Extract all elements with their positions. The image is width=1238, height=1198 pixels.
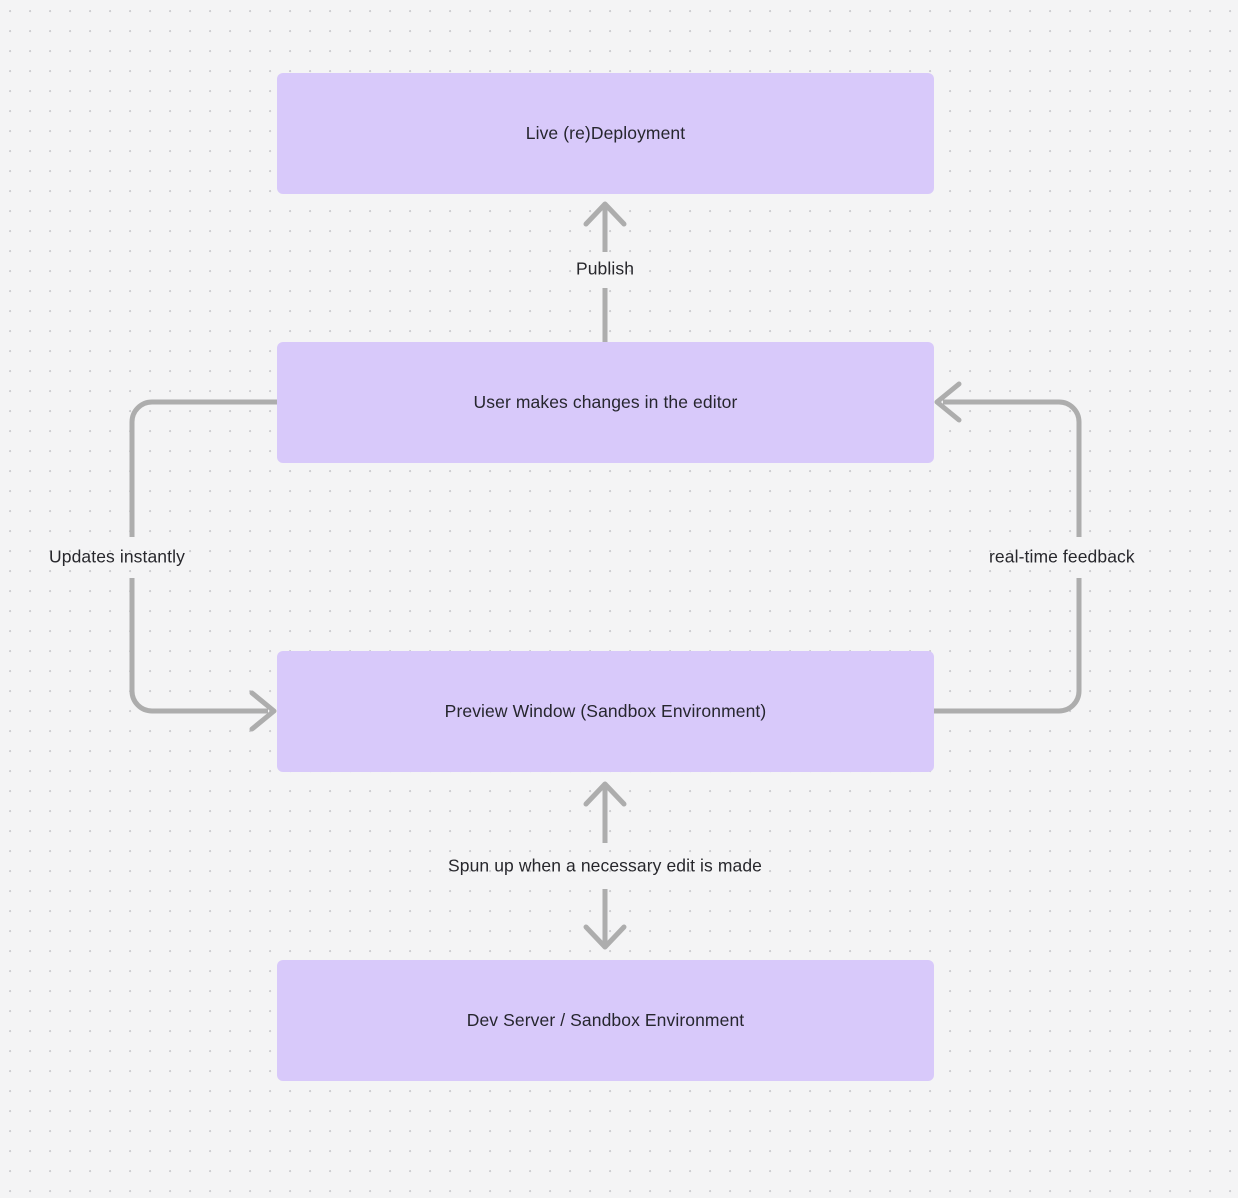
node-user-edits-label: User makes changes in the editor (473, 391, 738, 412)
edge-label-publish: Publish (575, 258, 635, 279)
edge-label-updates-instantly: Updates instantly (49, 546, 185, 567)
node-preview-window-label: Preview Window (Sandbox Environment) (444, 700, 767, 721)
edge-label-spun-up: Spun up when a necessary edit is made (447, 855, 763, 876)
node-live-deployment-label: Live (re)Deployment (525, 122, 686, 143)
node-live-deployment[interactable]: Live (re)Deployment (277, 73, 934, 194)
node-user-edits[interactable]: User makes changes in the editor (277, 342, 934, 463)
edge-label-real-time-feedback: real-time feedback (989, 546, 1135, 567)
node-preview-window[interactable]: Preview Window (Sandbox Environment) (277, 651, 934, 772)
node-dev-server[interactable]: Dev Server / Sandbox Environment (277, 960, 934, 1081)
node-dev-server-label: Dev Server / Sandbox Environment (466, 1009, 745, 1030)
